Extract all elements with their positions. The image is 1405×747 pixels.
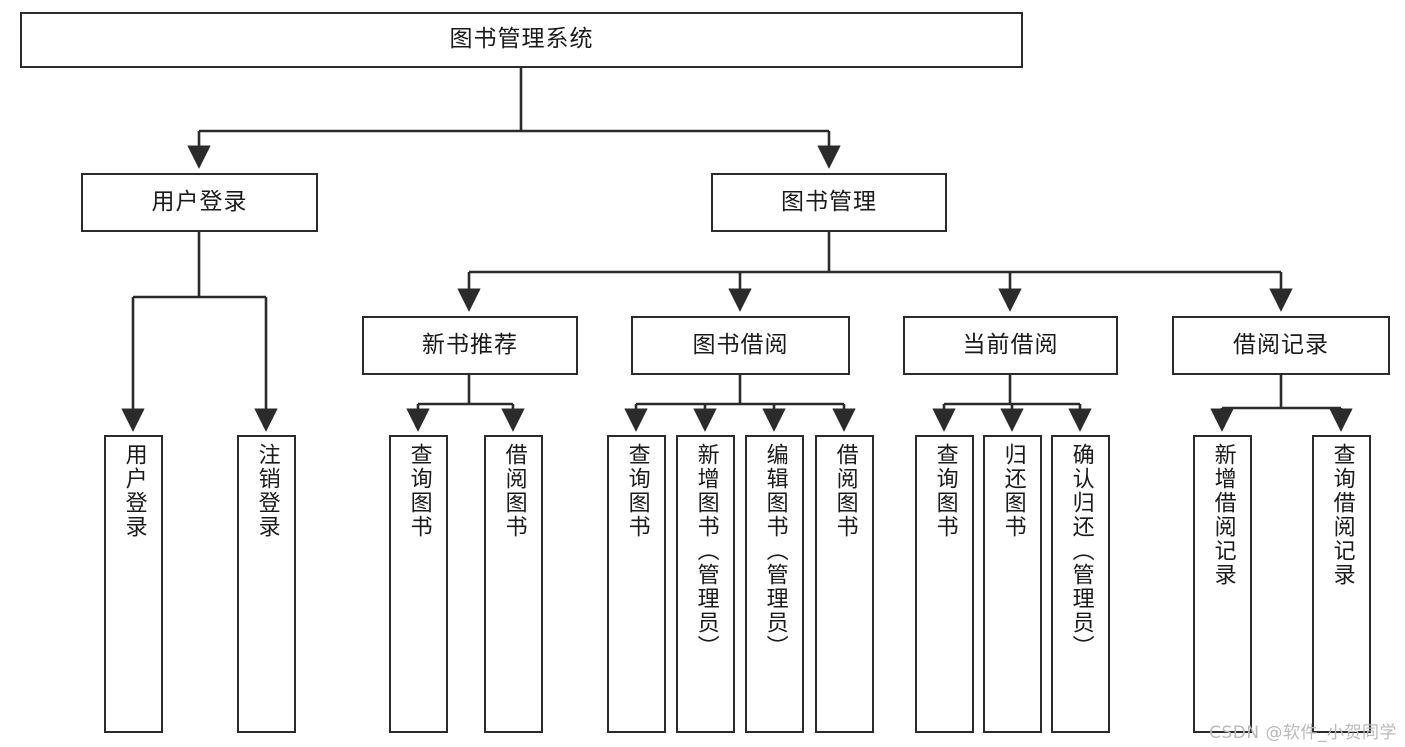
node-book-management-label: 图书管理 xyxy=(781,188,877,215)
leaf-borrow-record-query-label: 查询借阅记录 xyxy=(1329,443,1355,587)
leaf-user-login-login-label: 用户登录 xyxy=(121,443,147,539)
leaf-current-borrow-return[interactable]: 归还图书 xyxy=(983,435,1042,733)
node-borrow-record-label: 借阅记录 xyxy=(1233,331,1329,358)
node-book-borrow-label: 图书借阅 xyxy=(692,331,789,358)
node-book-borrow[interactable]: 图书借阅 xyxy=(631,316,850,375)
leaf-book-borrow-edit[interactable]: 编辑图书（管理员） xyxy=(745,435,804,733)
leaf-book-borrow-query-label: 查询图书 xyxy=(624,443,650,539)
leaf-book-borrow-add[interactable]: 新增图书（管理员） xyxy=(676,435,735,733)
node-user-login[interactable]: 用户登录 xyxy=(81,173,318,232)
leaf-current-borrow-confirm-label: 确认归还（管理员） xyxy=(1068,443,1094,659)
leaf-current-borrow-query[interactable]: 查询图书 xyxy=(915,435,974,733)
node-borrow-record[interactable]: 借阅记录 xyxy=(1172,316,1390,375)
leaf-user-login-logout-label: 注销登录 xyxy=(254,443,280,539)
leaf-new-book-query-label: 查询图书 xyxy=(406,443,432,539)
csdn-watermark: CSDN @软件_小贺同学 xyxy=(1209,723,1397,743)
node-current-borrow[interactable]: 当前借阅 xyxy=(903,316,1118,375)
leaf-borrow-record-query[interactable]: 查询借阅记录 xyxy=(1312,435,1371,733)
leaf-borrow-record-add[interactable]: 新增借阅记录 xyxy=(1193,435,1252,733)
leaf-book-borrow-borrow[interactable]: 借阅图书 xyxy=(815,435,874,733)
leaf-user-login-logout[interactable]: 注销登录 xyxy=(237,435,296,733)
leaf-new-book-borrow-label: 借阅图书 xyxy=(501,443,527,539)
leaf-current-borrow-return-label: 归还图书 xyxy=(1000,443,1026,539)
leaf-book-borrow-edit-label: 编辑图书（管理员） xyxy=(762,443,788,659)
node-book-management[interactable]: 图书管理 xyxy=(711,173,947,232)
leaf-new-book-borrow[interactable]: 借阅图书 xyxy=(484,435,543,733)
node-new-book-recommend-label: 新书推荐 xyxy=(422,331,518,358)
node-current-borrow-label: 当前借阅 xyxy=(962,331,1059,358)
node-root[interactable]: 图书管理系统 xyxy=(20,12,1023,68)
leaf-user-login-login[interactable]: 用户登录 xyxy=(104,435,163,733)
node-new-book-recommend[interactable]: 新书推荐 xyxy=(362,316,578,375)
node-root-label: 图书管理系统 xyxy=(449,26,594,53)
leaf-current-borrow-query-label: 查询图书 xyxy=(932,443,958,539)
leaf-borrow-record-add-label: 新增借阅记录 xyxy=(1210,443,1236,587)
leaf-book-borrow-add-label: 新增图书（管理员） xyxy=(693,443,719,659)
leaf-book-borrow-borrow-label: 借阅图书 xyxy=(832,443,858,539)
node-user-login-label: 用户登录 xyxy=(151,188,248,215)
leaf-book-borrow-query[interactable]: 查询图书 xyxy=(607,435,666,733)
leaf-new-book-query[interactable]: 查询图书 xyxy=(389,435,448,733)
leaf-current-borrow-confirm[interactable]: 确认归还（管理员） xyxy=(1051,435,1110,733)
